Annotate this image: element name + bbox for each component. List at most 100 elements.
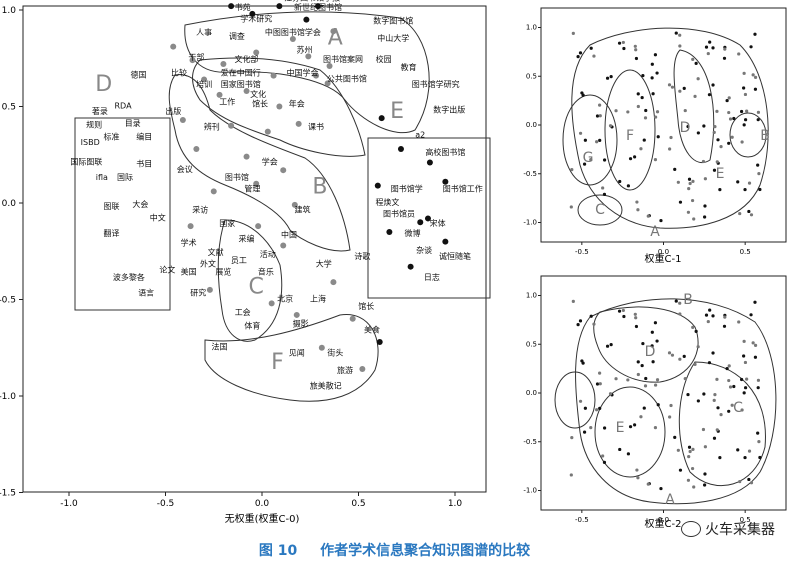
cluster-letter: C xyxy=(249,275,264,300)
main-node-labels: 图书馆主潮it人文历史G转载外文采编部沈津江苏图书馆学报书苑新世纪图书馆学术研究… xyxy=(70,0,482,390)
data-point xyxy=(703,445,707,449)
data-point xyxy=(739,109,744,114)
node-label: 见闻 xyxy=(289,348,305,357)
data-point xyxy=(655,71,659,75)
node-label: 著录 xyxy=(92,106,108,116)
y-tick-label: 1.0 xyxy=(526,24,537,32)
data-point xyxy=(270,72,277,79)
data-point xyxy=(687,177,692,181)
data-point xyxy=(650,344,654,348)
data-point xyxy=(633,44,637,48)
data-point xyxy=(678,301,682,305)
node-label: 图联 xyxy=(103,202,119,211)
data-point xyxy=(712,168,717,172)
node-label: 语言 xyxy=(138,288,154,298)
data-point xyxy=(289,35,296,42)
node-label: 杂谈 xyxy=(416,245,432,255)
data-point xyxy=(747,209,751,214)
node-label: 图书馆学研究 xyxy=(412,79,460,89)
y-tick-label: 0.0 xyxy=(526,121,537,129)
data-point xyxy=(426,159,433,166)
data-point xyxy=(757,172,761,176)
data-point xyxy=(743,360,748,365)
data-point xyxy=(659,218,663,223)
node-label: 外文 xyxy=(200,259,216,269)
data-point xyxy=(687,187,691,191)
c1-cluster-outlines xyxy=(562,27,769,229)
node-label: 高校图书馆 xyxy=(425,147,465,157)
data-point xyxy=(326,62,333,69)
data-point xyxy=(589,426,593,430)
data-point xyxy=(696,131,700,135)
data-point xyxy=(745,109,749,113)
data-point xyxy=(651,360,655,364)
data-point xyxy=(618,447,622,452)
data-point xyxy=(626,452,630,456)
data-point xyxy=(318,344,325,351)
data-point xyxy=(691,447,695,451)
data-point xyxy=(324,80,331,87)
data-point xyxy=(280,242,287,249)
data-point xyxy=(678,312,682,316)
data-point xyxy=(718,456,722,460)
data-point xyxy=(633,312,637,316)
data-point xyxy=(651,92,655,96)
y-tick-label: 0.0 xyxy=(2,199,17,209)
data-point xyxy=(715,428,719,432)
data-point xyxy=(716,406,720,410)
node-label: 人事 xyxy=(196,27,212,37)
y-tick-label: -1.5 xyxy=(0,489,16,499)
data-point xyxy=(243,88,250,95)
data-point xyxy=(667,83,672,87)
data-point xyxy=(330,279,337,286)
data-point xyxy=(407,263,414,270)
data-point xyxy=(743,92,748,97)
data-point xyxy=(598,371,602,375)
main-plot-frame xyxy=(22,5,487,493)
data-point xyxy=(646,482,650,486)
data-point xyxy=(696,399,700,403)
data-point xyxy=(386,228,393,235)
data-point xyxy=(295,120,302,127)
cluster-letter: E xyxy=(390,99,404,124)
data-point xyxy=(581,361,585,365)
c2-cluster-outlines xyxy=(554,298,777,505)
y-tick-label: -1.0 xyxy=(0,392,16,402)
node-label: 调查 xyxy=(229,31,245,41)
c1-cluster-outline xyxy=(571,27,769,229)
data-point xyxy=(727,141,731,145)
data-point xyxy=(644,108,648,113)
data-point xyxy=(712,398,716,402)
data-point xyxy=(626,378,630,382)
c2-cluster-e xyxy=(594,386,666,478)
data-point xyxy=(718,188,722,192)
data-point xyxy=(727,378,731,383)
data-point xyxy=(598,114,602,118)
data-point xyxy=(751,341,755,345)
node-label: 新世纪图书馆 xyxy=(294,2,342,12)
data-point xyxy=(442,178,449,185)
y-tick-label: 0.5 xyxy=(526,340,537,348)
data-point xyxy=(641,73,645,78)
data-point xyxy=(749,213,754,217)
data-point xyxy=(636,92,640,96)
data-point xyxy=(739,377,744,382)
data-point xyxy=(749,313,753,317)
cluster-letter: B xyxy=(760,128,770,144)
y-tick-label: -0.5 xyxy=(523,170,537,178)
data-point xyxy=(636,104,640,109)
cluster-letter: C xyxy=(595,202,605,218)
main-cluster-outlines xyxy=(74,11,491,402)
data-point xyxy=(305,53,312,60)
data-point xyxy=(753,355,758,359)
data-point xyxy=(609,343,613,347)
data-point xyxy=(707,361,712,365)
watermark: 火车采集器 xyxy=(681,519,775,539)
node-label: 标准 xyxy=(103,131,119,141)
cluster-letter: D xyxy=(680,120,691,136)
data-point xyxy=(608,392,613,396)
data-point xyxy=(712,130,716,134)
main-axis-ticks: -1.0-0.50.00.51.01.51.00.50.0-0.5-1.0-1.… xyxy=(0,6,462,509)
data-point xyxy=(676,180,680,184)
